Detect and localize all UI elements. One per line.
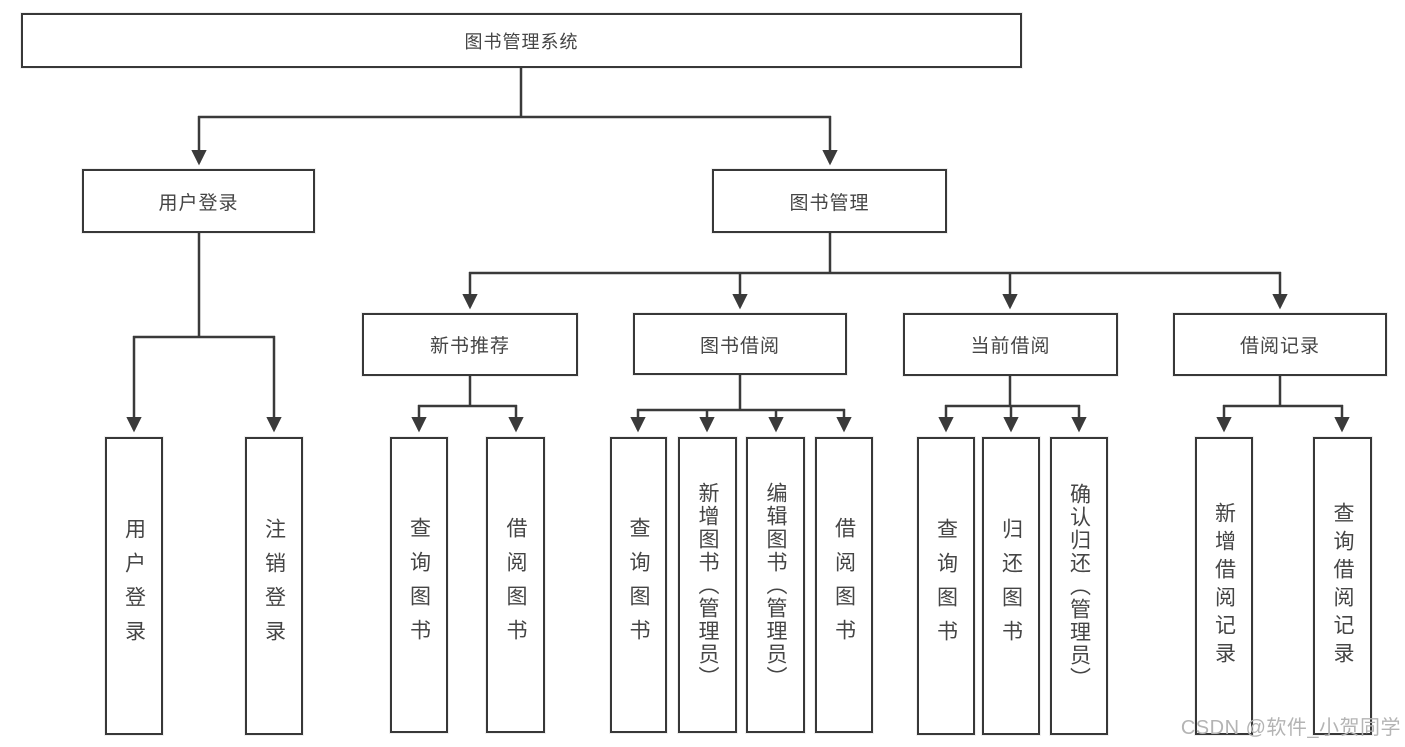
leaf-user-login: 用户登录 xyxy=(105,437,163,735)
node-book-borrowing: 图书借阅 xyxy=(633,313,847,375)
csdn-watermark: CSDN @软件_小贺同学 xyxy=(1180,717,1401,739)
node-root: 图书管理系统 xyxy=(21,13,1022,68)
node-current-borrowing: 当前借阅 xyxy=(903,313,1118,376)
node-borrowing-records: 借阅记录 xyxy=(1173,313,1387,376)
leaf-nbr-query-books: 查询图书 xyxy=(390,437,448,733)
leaf-br-query-record: 查询借阅记录 xyxy=(1313,437,1372,735)
leaf-bb-borrow-books: 借阅图书 xyxy=(815,437,873,733)
leaf-cb-confirm-return-admin: 确认归还（管理员） xyxy=(1050,437,1108,735)
leaf-bb-edit-books-admin: 编辑图书（管理员） xyxy=(746,437,805,733)
leaf-nbr-borrow-books: 借阅图书 xyxy=(486,437,545,733)
leaf-br-add-record: 新增借阅记录 xyxy=(1195,437,1253,735)
node-book-management: 图书管理 xyxy=(712,169,947,233)
leaf-cb-query-books: 查询图书 xyxy=(917,437,975,735)
leaf-logout: 注销登录 xyxy=(245,437,303,735)
node-new-book-recommend: 新书推荐 xyxy=(362,313,578,376)
node-user-login: 用户登录 xyxy=(82,169,315,233)
leaf-bb-add-books-admin: 新增图书（管理员） xyxy=(678,437,737,733)
leaf-bb-query-books: 查询图书 xyxy=(610,437,667,733)
leaf-cb-return-books: 归还图书 xyxy=(982,437,1040,735)
